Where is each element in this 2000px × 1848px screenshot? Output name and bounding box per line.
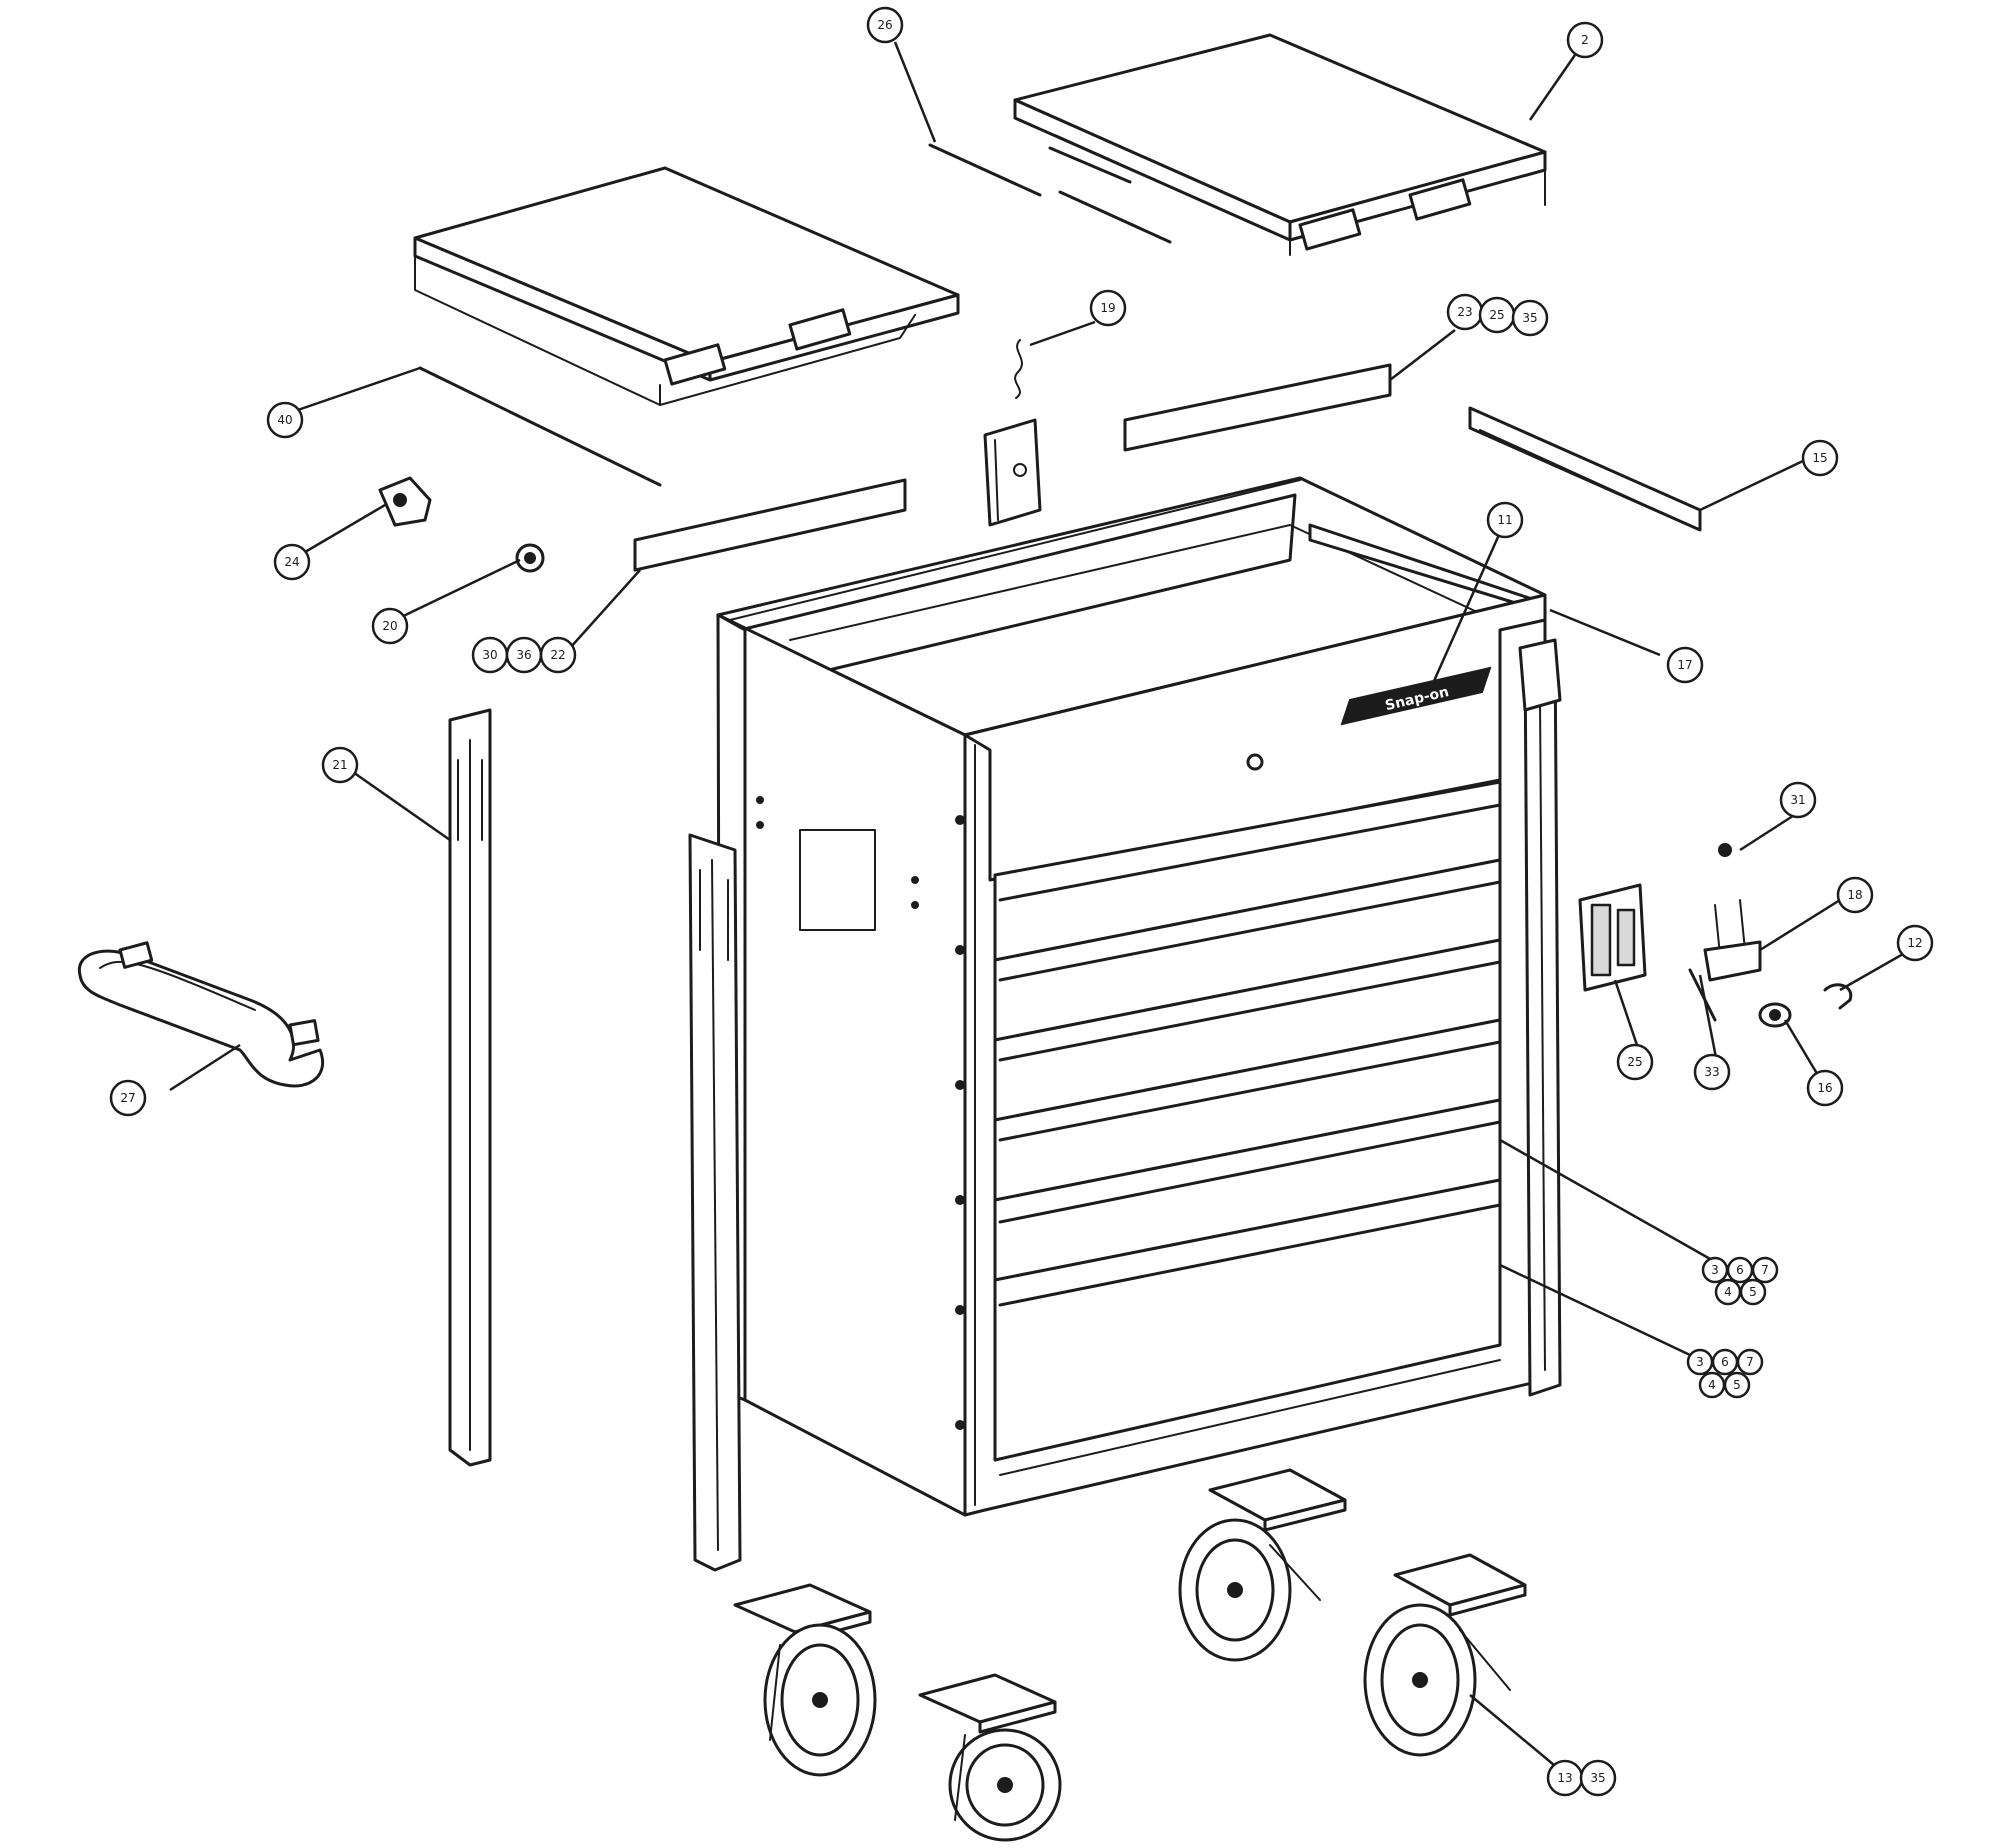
svg-text:12: 12 (1907, 936, 1922, 950)
svg-text:7: 7 (1746, 1355, 1754, 1369)
svg-text:21: 21 (332, 758, 347, 772)
svg-text:25: 25 (1489, 308, 1504, 322)
svg-text:35: 35 (1590, 1771, 1605, 1785)
svg-text:5: 5 (1749, 1285, 1757, 1299)
lock-parts-left (378, 476, 545, 573)
callout-5a: 5 (1739, 1278, 1767, 1306)
callout-15: 15 (1801, 439, 1839, 477)
svg-text:6: 6 (1736, 1263, 1744, 1277)
svg-text:33: 33 (1704, 1065, 1719, 1079)
callout-5b: 5 (1723, 1371, 1751, 1399)
svg-text:4: 4 (1724, 1285, 1732, 1299)
svg-text:15: 15 (1812, 451, 1827, 465)
callout-21: 21 (321, 746, 359, 784)
callout-20: 20 (371, 607, 409, 645)
svg-text:36: 36 (516, 648, 531, 662)
corner-guard-right (1518, 638, 1562, 712)
callout-40: 40 (266, 401, 304, 439)
callout-27: 27 (109, 1079, 147, 1117)
callout-25a: 25 (1478, 296, 1516, 334)
svg-text:27: 27 (120, 1091, 135, 1105)
svg-text:31: 31 (1790, 793, 1805, 807)
svg-text:11: 11 (1497, 513, 1512, 527)
svg-text:2: 2 (1581, 33, 1589, 47)
callout-22: 22 (539, 636, 577, 674)
caster-front-center (918, 1673, 1062, 1842)
lock-bracket (983, 339, 1042, 527)
lock-mechanism (1578, 843, 1853, 1028)
side-handle (77, 941, 324, 1088)
callout-4b: 4 (1698, 1371, 1726, 1399)
callout-23: 23 (1446, 293, 1484, 331)
callout-6a: 6 (1726, 1256, 1754, 1284)
callout-36: 36 (505, 636, 543, 674)
svg-text:26: 26 (877, 18, 892, 32)
svg-text:40: 40 (277, 413, 292, 427)
svg-text:18: 18 (1847, 888, 1862, 902)
lid-strut-rods (418, 143, 1172, 487)
svg-text:13: 13 (1557, 1771, 1572, 1785)
lid-left (413, 166, 960, 406)
callout-33: 33 (1693, 1053, 1731, 1091)
callout-35a: 35 (1511, 299, 1549, 337)
callout-7a: 7 (1751, 1256, 1779, 1284)
svg-text:7: 7 (1761, 1263, 1769, 1277)
callouts: 26 2 19 23 25 35 40 15 24 11 20 30 36 22… (109, 6, 1934, 1797)
callout-12: 12 (1896, 924, 1934, 962)
svg-text:35: 35 (1522, 311, 1537, 325)
hinge-rails (633, 363, 1702, 572)
callout-6b: 6 (1711, 1348, 1739, 1376)
caster-front-left (733, 1583, 877, 1777)
svg-text:3: 3 (1711, 1263, 1719, 1277)
callout-26: 26 (866, 6, 904, 44)
svg-text:5: 5 (1733, 1378, 1741, 1392)
callout-19: 19 (1089, 289, 1127, 327)
callout-7b: 7 (1736, 1348, 1764, 1376)
callout-4a: 4 (1714, 1278, 1742, 1306)
caster-rear-center (1178, 1468, 1347, 1662)
svg-text:25: 25 (1627, 1055, 1642, 1069)
callout-13: 13 (1546, 1759, 1584, 1797)
corner-guard-center (688, 833, 742, 1572)
svg-text:24: 24 (284, 555, 299, 569)
svg-text:17: 17 (1677, 658, 1692, 672)
callout-3b: 3 (1686, 1348, 1714, 1376)
caster-rear-right (1363, 1553, 1527, 1757)
callout-30: 30 (471, 636, 509, 674)
callout-2: 2 (1566, 21, 1604, 59)
corner-guard-left (448, 708, 492, 1467)
svg-text:16: 16 (1817, 1081, 1832, 1095)
cabinet-body: Snap-on (716, 476, 1562, 1517)
svg-text:19: 19 (1100, 301, 1115, 315)
callout-25b: 25 (1616, 1043, 1654, 1081)
callout-35b: 35 (1579, 1759, 1617, 1797)
lid-right (1013, 33, 1547, 256)
callout-24: 24 (273, 543, 311, 581)
svg-text:4: 4 (1708, 1378, 1716, 1392)
callout-31: 31 (1779, 781, 1817, 819)
svg-text:20: 20 (382, 619, 397, 633)
callout-18: 18 (1836, 876, 1874, 914)
leader-lines (169, 41, 1911, 1771)
svg-text:3: 3 (1696, 1355, 1704, 1369)
callout-3a: 3 (1701, 1256, 1729, 1284)
svg-text:30: 30 (482, 648, 497, 662)
callout-16: 16 (1806, 1069, 1844, 1107)
callout-17: 17 (1666, 646, 1704, 684)
svg-text:22: 22 (550, 648, 565, 662)
svg-text:6: 6 (1721, 1355, 1729, 1369)
svg-text:23: 23 (1457, 305, 1472, 319)
callout-11: 11 (1486, 501, 1524, 539)
